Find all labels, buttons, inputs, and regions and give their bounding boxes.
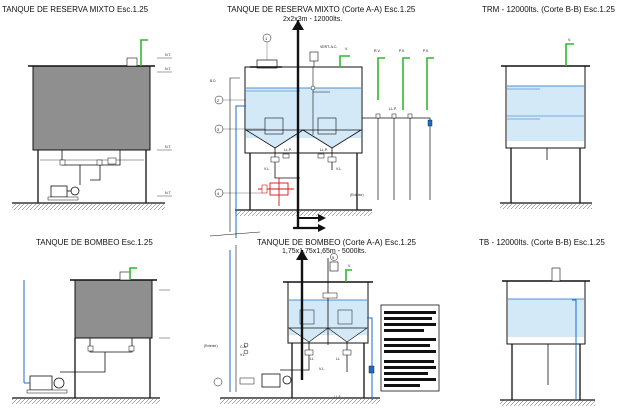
reserve-hatch [126, 57, 138, 67]
panel-reserve-section-aa [214, 20, 434, 238]
callout-2: 2 [217, 98, 220, 103]
note-pump-llf: LL.F. [334, 395, 342, 399]
label-ca: C.A. [240, 345, 247, 349]
svg-text:N.T.: N.T. [165, 53, 172, 57]
label-llp-right: LL.P. [320, 148, 328, 152]
panel-tb-section-bb [500, 267, 595, 406]
reserve-pump [50, 185, 68, 198]
label-vent-reserve: V. [345, 47, 348, 51]
svg-text:N.T.: N.T. [165, 145, 172, 149]
reserve-tank-body [32, 65, 151, 151]
label-rv: R.V. [374, 49, 381, 53]
title-pump-tank-elevation: TANQUE DE BOMBEO Esc.1.25 [36, 238, 153, 247]
label-llp-network: LL.P. [389, 107, 397, 111]
panel-pump-elevation [12, 267, 170, 404]
tb-water [508, 299, 584, 337]
pump-tank-body [74, 279, 153, 339]
label-llp-left: LL.P. [284, 148, 292, 152]
note-reserve-exterior: (Exterior) [350, 193, 364, 197]
note-pump-exterior: (Exterior) [204, 344, 218, 348]
pump-motor [29, 375, 53, 391]
panel-pump-section-aa [213, 245, 440, 404]
callout-4: 4 [217, 191, 220, 196]
label-ll-right: LL [336, 357, 340, 361]
label-pv-1: P.V. [399, 49, 405, 53]
callout-5: 5 [332, 255, 335, 260]
title-trm-section-bb: TRM - 12000lts. (Corte B-B) Esc.1.25 [482, 5, 615, 14]
label-vert-ac: VERT. A.C. [320, 45, 337, 49]
left-supply-pipe [235, 105, 246, 238]
label-vent-pump-section: V. [348, 264, 351, 268]
svg-text:N.T.: N.T. [165, 191, 172, 195]
reserve-section-vent [339, 55, 350, 67]
title-pump-tank-section-aa: TANQUE DE BOMBEO (Corte A-A) Esc.1.25 [257, 238, 416, 247]
label-vl-pump: V.L. [319, 367, 325, 371]
callout-3: 3 [217, 127, 220, 132]
title-tb-section-bb: TB - 12000lts. (Corte B-B) Esc.1.25 [479, 238, 605, 247]
reserve-vent-pipe [140, 39, 148, 66]
callout-1: 1 [265, 36, 268, 41]
label-vl-right: V.L. [336, 167, 342, 171]
trm-water [507, 86, 584, 141]
label-vl-left: V.L. [264, 167, 270, 171]
label-vl-pump-left: V.L. [240, 353, 246, 357]
label-pv-2: P.V. [423, 49, 429, 53]
reserve-outlet-pipe [61, 150, 121, 166]
note-reserve-bd: B.D. [210, 79, 217, 83]
subtitle-pump-tank-capacity: 1,75x1,75x1,65m - 5000lts. [282, 248, 367, 255]
label-vent-trm: V. [568, 38, 571, 42]
label-ll-left: LL [310, 357, 314, 361]
panel-reserve-elevation: N.T. N.T. N.T. N.T. [12, 39, 172, 210]
title-tank-reserve-elevation: TANQUE DE RESERVA MIXTO Esc.1.25 [2, 5, 149, 14]
panel-trm-section-bb [500, 43, 592, 209]
svg-text:N.T.: N.T. [165, 67, 172, 71]
subtitle-tank-reserve-capacity: 2x2x3m - 12000lts. [283, 16, 343, 23]
title-tank-reserve-section-aa: TANQUE DE RESERVA MIXTO (Corte A-A) Esc.… [227, 5, 416, 14]
